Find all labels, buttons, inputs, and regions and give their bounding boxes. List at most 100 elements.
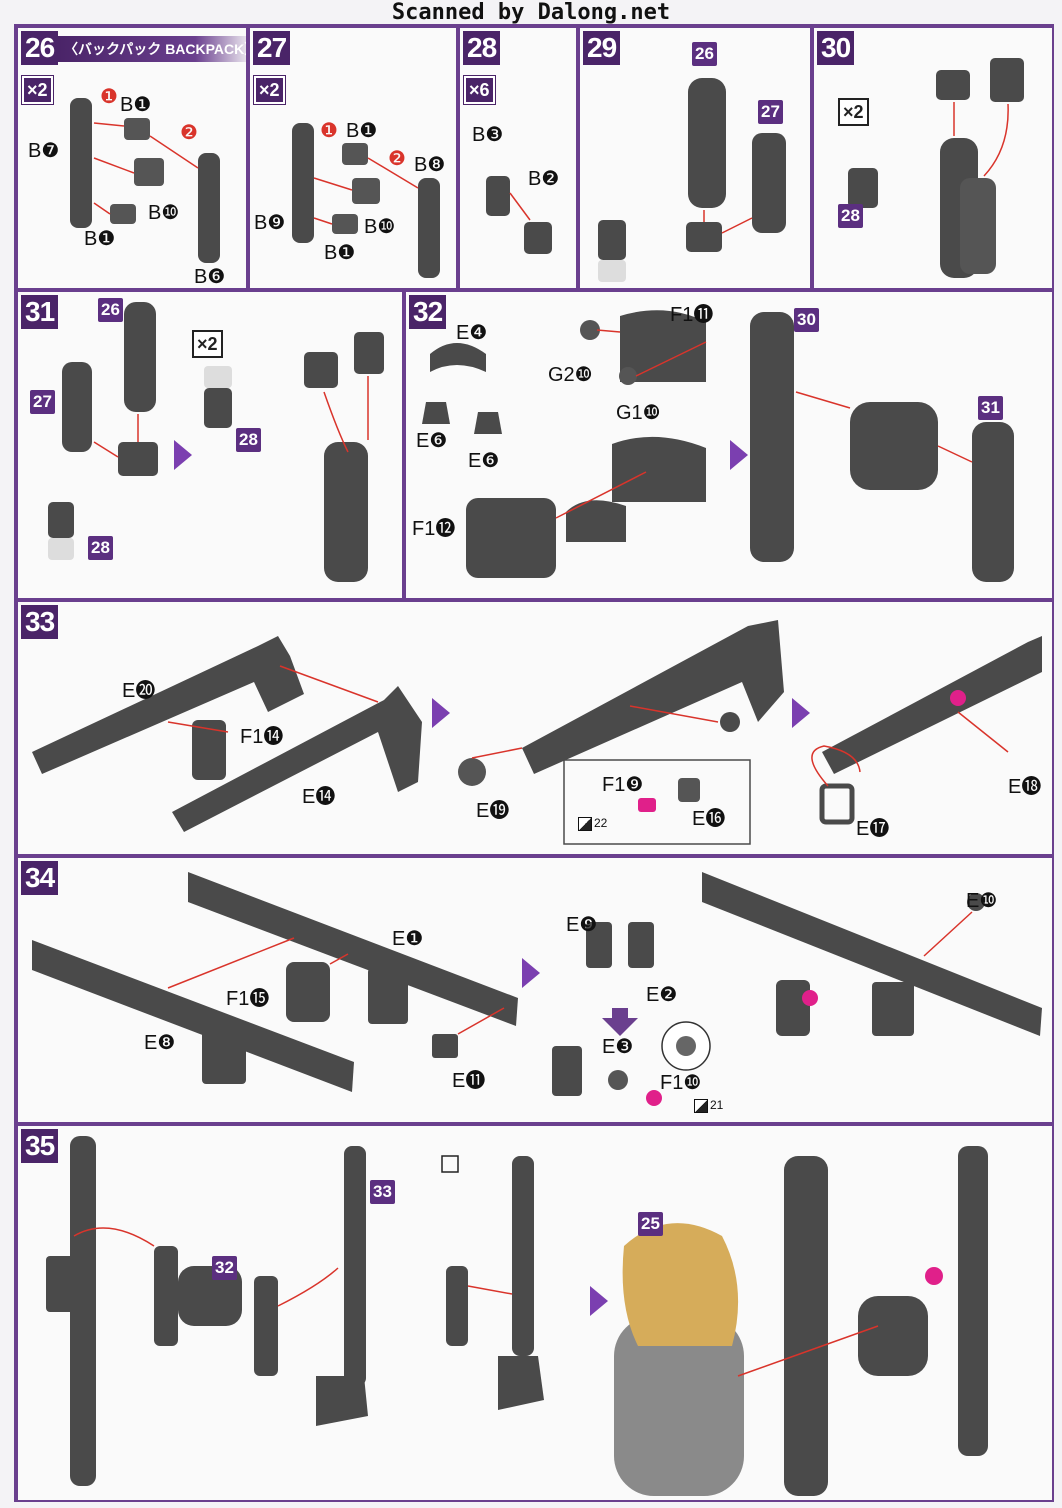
order-mark-2: ❷ <box>388 148 406 170</box>
step-27-diagram <box>292 123 440 278</box>
part-label: F1❿ <box>660 1072 702 1094</box>
part-label: E❹ <box>456 322 488 344</box>
part-label: B❸ <box>472 124 504 146</box>
quantity-badge: ×2 <box>253 75 286 105</box>
step-number: 33 <box>21 605 59 639</box>
part-label: B❷ <box>528 168 560 190</box>
step-30-panel: 30 ×2 28 <box>814 28 1052 288</box>
step-30-diagram <box>848 58 1024 278</box>
step-reference: 33 <box>370 1180 395 1204</box>
part-label: B❶ <box>84 228 116 250</box>
part-label: E⓳ <box>476 800 510 822</box>
step-reference: 26 <box>98 298 123 322</box>
step-number: 34 <box>21 861 59 895</box>
step-reference: 30 <box>794 308 819 332</box>
part-label: F1⓬ <box>412 518 456 540</box>
part-label: F1⓮ <box>240 726 284 748</box>
part-label: E❸ <box>602 1036 634 1058</box>
step-reference: 32 <box>212 1256 237 1280</box>
part-label: B❽ <box>414 154 446 176</box>
quantity-badge: ×6 <box>463 75 496 105</box>
step-29-panel: 29 26 27 <box>580 28 810 288</box>
quantity-badge: ×2 <box>192 330 223 358</box>
part-label: E❽ <box>144 1032 176 1054</box>
step-31-panel: 31 ×2 26 27 28 28 <box>18 292 402 598</box>
next-step-arrow <box>590 1286 608 1316</box>
part-label: B❶ <box>324 242 356 264</box>
step-reference: 27 <box>758 100 783 124</box>
next-step-arrow <box>174 440 192 470</box>
step-32-diagram <box>422 310 1014 582</box>
order-mark-1: ❶ <box>100 86 118 108</box>
step-reference: 25 <box>638 1212 663 1236</box>
scan-watermark: Scanned by Dalong.net <box>391 0 671 25</box>
part-label: F1❾ <box>602 774 644 796</box>
part-label: E⓫ <box>452 1070 486 1092</box>
part-label: B❿ <box>364 216 396 238</box>
part-label: E❻ <box>468 450 500 472</box>
next-step-arrow <box>522 958 540 988</box>
step-26-panel: 26 〈バックパック BACKPACK〉 ×2 ❶ ❷ B❶ B❼ B❿ B❶ … <box>18 28 246 288</box>
sticker-icon <box>694 1098 708 1113</box>
step-number: 31 <box>21 295 59 329</box>
step-number: 27 <box>253 31 291 65</box>
step-reference: 28 <box>88 536 113 560</box>
step-31-diagram <box>48 302 384 582</box>
part-label: E❶ <box>392 928 424 950</box>
step-reference: 28 <box>838 204 863 228</box>
sticker-number: 21 <box>710 1098 724 1112</box>
step-29-diagram <box>598 78 786 282</box>
step-number: 28 <box>463 31 501 65</box>
quantity-badge: ×2 <box>21 75 54 105</box>
quantity-badge: ×2 <box>838 98 869 126</box>
sticker-number: 22 <box>594 816 608 830</box>
step-number: 35 <box>21 1129 59 1163</box>
sticker-reference: 21 <box>694 1098 723 1113</box>
section-title: 〈バックパック BACKPACK〉 <box>58 36 246 62</box>
part-label: G1❿ <box>616 402 661 424</box>
part-label: E⓲ <box>1008 776 1042 798</box>
step-26-diagram <box>70 98 220 263</box>
step-32-panel: 32 E❹ E❻ E❻ F1⓫ G2❿ G1❿ F1⓬ 30 31 <box>406 292 1052 598</box>
step-33-diagram <box>32 620 1042 845</box>
part-label: B❶ <box>346 120 378 142</box>
next-step-arrow <box>792 698 810 728</box>
part-label: E⓮ <box>302 786 336 808</box>
step-27-panel: 27 ×2 ❶ ❷ B❶ B❽ B❾ B❿ B❶ <box>250 28 456 288</box>
order-mark-1: ❶ <box>320 120 338 142</box>
part-label: B❻ <box>194 266 226 288</box>
step-number: 26 <box>21 31 59 65</box>
part-label: F1⓫ <box>670 304 714 326</box>
part-label: E❾ <box>566 914 598 936</box>
part-label: E⓴ <box>122 680 156 702</box>
step-reference: 27 <box>30 390 55 414</box>
part-label: G2❿ <box>548 364 593 386</box>
step-35-diagram <box>46 1136 988 1496</box>
step-28-panel: 28 ×6 B❸ B❷ <box>460 28 576 288</box>
part-label: B❼ <box>28 140 60 162</box>
step-number: 32 <box>409 295 447 329</box>
part-label: B❿ <box>148 202 180 224</box>
step-reference: 26 <box>692 42 717 66</box>
step-35-panel: 35 32 33 25 <box>18 1126 1052 1500</box>
step-number: 29 <box>583 31 621 65</box>
next-step-arrow <box>730 440 748 470</box>
step-34-diagram <box>32 872 1042 1106</box>
part-label: E⓱ <box>856 818 890 840</box>
step-reference: 28 <box>236 428 261 452</box>
part-label: E⓰ <box>692 808 726 830</box>
part-label: B❾ <box>254 212 286 234</box>
part-label: E❷ <box>646 984 678 1006</box>
part-label: E❿ <box>966 890 998 912</box>
sticker-reference: 22 <box>578 816 607 831</box>
step-28-diagram <box>486 176 552 254</box>
part-label: B❶ <box>120 94 152 116</box>
part-label: F1⓯ <box>226 988 270 1010</box>
step-34-panel: 34 E❶ F1⓯ E❽ E⓫ E❾ E❷ E❸ F1❿ E❿ 21 <box>18 858 1052 1122</box>
step-33-panel: 33 E⓴ F1⓮ E⓮ E⓳ F1❾ E⓰ E⓱ E⓲ 22 <box>18 602 1052 854</box>
step-number: 30 <box>817 31 855 65</box>
step-reference: 31 <box>978 396 1003 420</box>
order-mark-2: ❷ <box>180 122 198 144</box>
next-step-arrow <box>432 698 450 728</box>
sticker-icon <box>578 816 592 831</box>
